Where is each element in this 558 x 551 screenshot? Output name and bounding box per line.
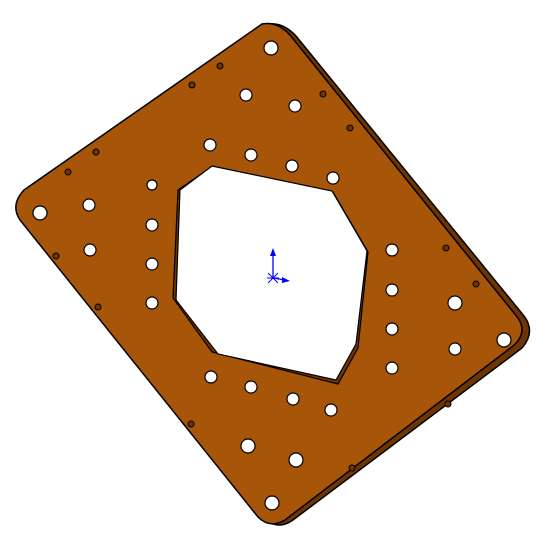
mounting-hole — [82, 198, 96, 212]
mounting-hole — [442, 244, 450, 252]
mounting-hole — [240, 438, 256, 454]
mounting-hole — [444, 400, 452, 408]
mounting-hole — [385, 361, 399, 375]
mounting-hole — [94, 303, 102, 311]
center-cutout — [175, 165, 368, 381]
mounting-hole — [216, 62, 224, 70]
mounting-hole — [187, 420, 195, 428]
mounting-hole — [145, 296, 159, 310]
mounting-hole — [145, 257, 159, 271]
mounting-hole — [348, 464, 356, 472]
mounting-hole — [319, 90, 327, 98]
mounting-hole — [145, 218, 159, 232]
mounting-hole — [472, 280, 480, 288]
mounting-hole — [288, 99, 302, 113]
mounting-hole — [286, 392, 300, 406]
mounting-hole — [244, 148, 258, 162]
mounting-hole — [385, 322, 399, 336]
mounting-hole — [203, 138, 217, 152]
mounting-hole — [448, 342, 462, 356]
mounting-hole — [288, 452, 304, 468]
mounting-hole — [263, 40, 279, 56]
mounting-hole — [204, 370, 218, 384]
hole-pattern — [32, 40, 512, 511]
mounting-hole — [385, 243, 399, 257]
mounting-hole — [264, 495, 280, 511]
mounting-hole — [188, 81, 196, 89]
mounting-hole — [385, 283, 399, 297]
mounting-hole — [64, 168, 72, 176]
mounting-hole — [326, 171, 340, 185]
mounting-hole — [346, 124, 354, 132]
mounting-hole — [244, 380, 258, 394]
mounting-hole — [146, 179, 158, 191]
mounting-hole — [285, 159, 299, 173]
mounting-hole — [92, 148, 100, 156]
coordinate-triad-icon — [267, 248, 290, 284]
mounting-hole — [239, 88, 253, 102]
mounting-hole — [447, 295, 463, 311]
mounting-hole — [52, 252, 60, 260]
mounting-hole — [496, 332, 512, 348]
mounting-hole — [324, 403, 338, 417]
mounting-hole — [83, 243, 97, 257]
mounting-hole — [32, 205, 48, 221]
